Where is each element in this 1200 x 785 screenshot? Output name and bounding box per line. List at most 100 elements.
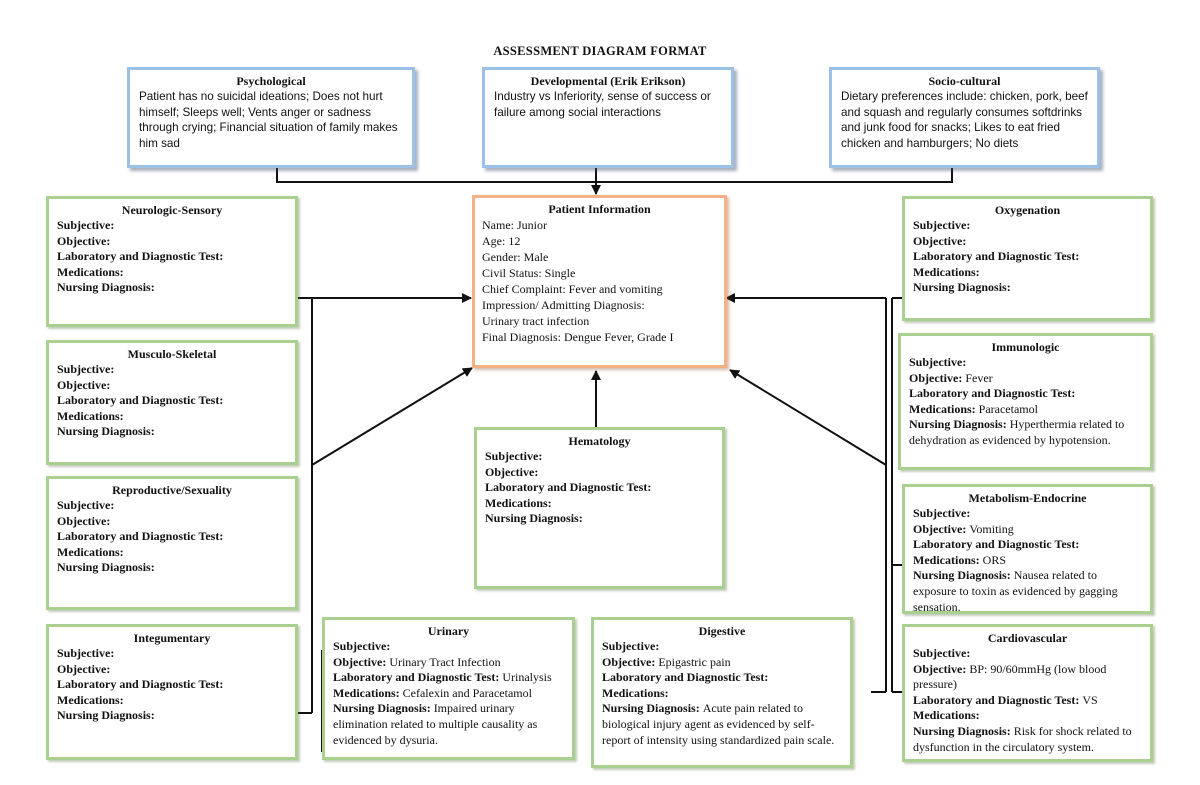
cardiovascular-medications: Medications:: [913, 708, 980, 723]
integumentary-lab: Laboratory and Diagnostic Test:: [57, 677, 224, 692]
musculo-skeletal-box: Musculo-Skeletal Subjective: Objective: …: [46, 340, 298, 465]
arrow-right-to-patient: [729, 369, 887, 466]
neurologic-lab: Laboratory and Diagnostic Test:: [57, 249, 224, 264]
connector-psychological: [276, 168, 596, 183]
hematology-subjective: Subjective:: [485, 449, 543, 463]
immunologic-title: Immunologic: [991, 340, 1060, 354]
musculo-skeletal-title: Musculo-Skeletal: [127, 347, 217, 361]
patient-final-diagnosis: Final Diagnosis: Dengue Fever, Grade I: [482, 330, 674, 344]
integumentary-objective: Objective:: [57, 661, 111, 676]
psychological-title: Psychological: [236, 74, 306, 88]
developmental-box: Developmental (Erik Erikson) Industry vs…: [482, 67, 734, 168]
oxygenation-box: Oxygenation Subjective: Objective: Labor…: [902, 196, 1153, 321]
musculo-objective: Objective:: [57, 377, 111, 392]
patient-impression-value: Urinary tract infection: [482, 314, 590, 328]
urinary-subjective: Subjective:: [333, 639, 391, 653]
metabolism-medications: Medications: ORS: [913, 552, 1006, 567]
digestive-medications: Medications:: [602, 685, 669, 700]
patient-civil-status: Civil Status: Single: [482, 266, 576, 280]
sociocultural-title: Socio-cultural: [928, 74, 1001, 88]
developmental-text: Industry vs Inferiority, sense of succes…: [494, 90, 711, 119]
musculo-medications: Medications:: [57, 408, 124, 423]
patient-gender: Gender: Male: [482, 250, 549, 264]
immunologic-box: Immunologic Subjective: Objective: Fever…: [898, 333, 1153, 470]
urinary-lab: Laboratory and Diagnostic Test: Urinalys…: [333, 670, 552, 685]
developmental-title: Developmental (Erik Erikson): [530, 74, 686, 88]
hematology-medications: Medications:: [485, 495, 552, 510]
neurologic-sensory-box: Neurologic-Sensory Subjective: Objective…: [46, 196, 298, 327]
immunologic-objective: Objective: Fever: [909, 370, 993, 385]
metabolism-lab: Laboratory and Diagnostic Test:: [913, 537, 1080, 552]
urinary-medications: Medications: Cefalexin and Paracetamol: [333, 685, 532, 700]
reproductive-sexuality-box: Reproductive/Sexuality Subjective: Objec…: [46, 476, 298, 610]
digestive-subjective: Subjective:: [602, 639, 660, 653]
oxygenation-nursing-diagnosis: Nursing Diagnosis:: [913, 280, 1011, 295]
digestive-objective: Objective: Epigastric pain: [602, 654, 731, 669]
cardiovascular-nursing-diagnosis: Nursing Diagnosis: Risk for shock relate…: [913, 723, 1132, 754]
neurologic-medications: Medications:: [57, 264, 124, 279]
cardiovascular-lab: Laboratory and Diagnostic Test: VS: [913, 692, 1098, 707]
metabolism-endocrine-box: Metabolism-Endocrine Subjective: Objecti…: [902, 484, 1153, 614]
oxygenation-subjective: Subjective:: [913, 218, 971, 232]
integumentary-title: Integumentary: [133, 631, 211, 645]
digestive-nursing-diagnosis: Nursing Diagnosis: Acute pain related to…: [602, 701, 835, 747]
connector-sociocultural: [596, 168, 953, 183]
cardiovascular-box: Cardiovascular Subjective: Objective: BP…: [902, 624, 1153, 762]
immunologic-subjective: Subjective:: [909, 355, 967, 369]
metabolism-objective: Objective: Vomiting: [913, 521, 1014, 536]
psychological-box: Psychological Patient has no suicidal id…: [127, 67, 415, 168]
sociocultural-text: Dietary preferences include: chicken, po…: [841, 90, 1088, 150]
metabolism-nursing-diagnosis: Nursing Diagnosis: Nausea related to exp…: [913, 568, 1118, 614]
patient-name: Name: Junior: [482, 218, 547, 232]
hematology-objective: Objective:: [485, 464, 539, 479]
immunologic-lab: Laboratory and Diagnostic Test:: [909, 386, 1076, 401]
cardiovascular-title: Cardiovascular: [987, 631, 1068, 645]
psychological-text: Patient has no suicidal ideations; Does …: [139, 90, 398, 150]
hematology-box: Hematology Subjective: Objective: Labora…: [474, 427, 725, 589]
patient-impression-label: Impression/ Admitting Diagnosis:: [482, 298, 645, 312]
digestive-title: Digestive: [698, 624, 746, 638]
reproductive-objective: Objective:: [57, 513, 111, 528]
digestive-lab: Laboratory and Diagnostic Test:: [602, 670, 769, 685]
reproductive-nursing-diagnosis: Nursing Diagnosis:: [57, 560, 155, 575]
patient-information-box: Patient Information Name: Junior Age: 12…: [472, 195, 727, 368]
urinary-nursing-diagnosis: Nursing Diagnosis: Impaired urinary elim…: [333, 701, 538, 747]
integumentary-box: Integumentary Subjective: Objective: Lab…: [46, 624, 298, 760]
patient-chief-complaint: Chief Complaint: Fever and vomiting: [482, 282, 663, 296]
hematology-nursing-diagnosis: Nursing Diagnosis:: [485, 511, 583, 526]
reproductive-lab: Laboratory and Diagnostic Test:: [57, 529, 224, 544]
metabolism-endocrine-title: Metabolism-Endocrine: [968, 491, 1087, 505]
diagram-title: ASSESSMENT DIAGRAM FORMAT: [493, 44, 707, 58]
hematology-title: Hematology: [568, 434, 631, 448]
neurologic-objective: Objective:: [57, 233, 111, 248]
neurologic-nursing-diagnosis: Nursing Diagnosis:: [57, 280, 155, 295]
cardiovascular-subjective: Subjective:: [913, 646, 971, 660]
oxygenation-medications: Medications:: [913, 264, 980, 279]
immunologic-medications: Medications: Paracetamol: [909, 401, 1038, 416]
musculo-lab: Laboratory and Diagnostic Test:: [57, 393, 224, 408]
cardiovascular-objective: Objective: BP: 90/60mmHg (low blood pres…: [913, 661, 1107, 692]
reproductive-medications: Medications:: [57, 544, 124, 559]
oxygenation-objective: Objective:: [913, 233, 967, 248]
digestive-box: Digestive Subjective: Objective: Epigast…: [591, 617, 853, 768]
neurologic-sensory-title: Neurologic-Sensory: [121, 203, 223, 217]
reproductive-subjective: Subjective:: [57, 498, 115, 512]
urinary-objective: Objective: Urinary Tract Infection: [333, 654, 501, 669]
patient-information-title: Patient Information: [548, 202, 651, 216]
integumentary-nursing-diagnosis: Nursing Diagnosis:: [57, 708, 155, 723]
hematology-lab: Laboratory and Diagnostic Test:: [485, 480, 652, 495]
patient-age: Age: 12: [482, 234, 521, 248]
reproductive-sexuality-title: Reproductive/Sexuality: [112, 483, 232, 497]
integumentary-subjective: Subjective:: [57, 646, 115, 660]
oxygenation-lab: Laboratory and Diagnostic Test:: [913, 249, 1080, 264]
arrow-left-to-patient: [311, 367, 473, 466]
sociocultural-box: Socio-cultural Dietary preferences inclu…: [829, 67, 1100, 168]
immunologic-nursing-diagnosis: Nursing Diagnosis: Hyperthermia related …: [909, 417, 1125, 447]
neurologic-subjective: Subjective:: [57, 218, 115, 232]
integumentary-medications: Medications:: [57, 692, 124, 707]
oxygenation-title: Oxygenation: [994, 203, 1061, 217]
musculo-nursing-diagnosis: Nursing Diagnosis:: [57, 424, 155, 439]
metabolism-subjective: Subjective:: [913, 506, 971, 520]
musculo-subjective: Subjective:: [57, 362, 115, 376]
